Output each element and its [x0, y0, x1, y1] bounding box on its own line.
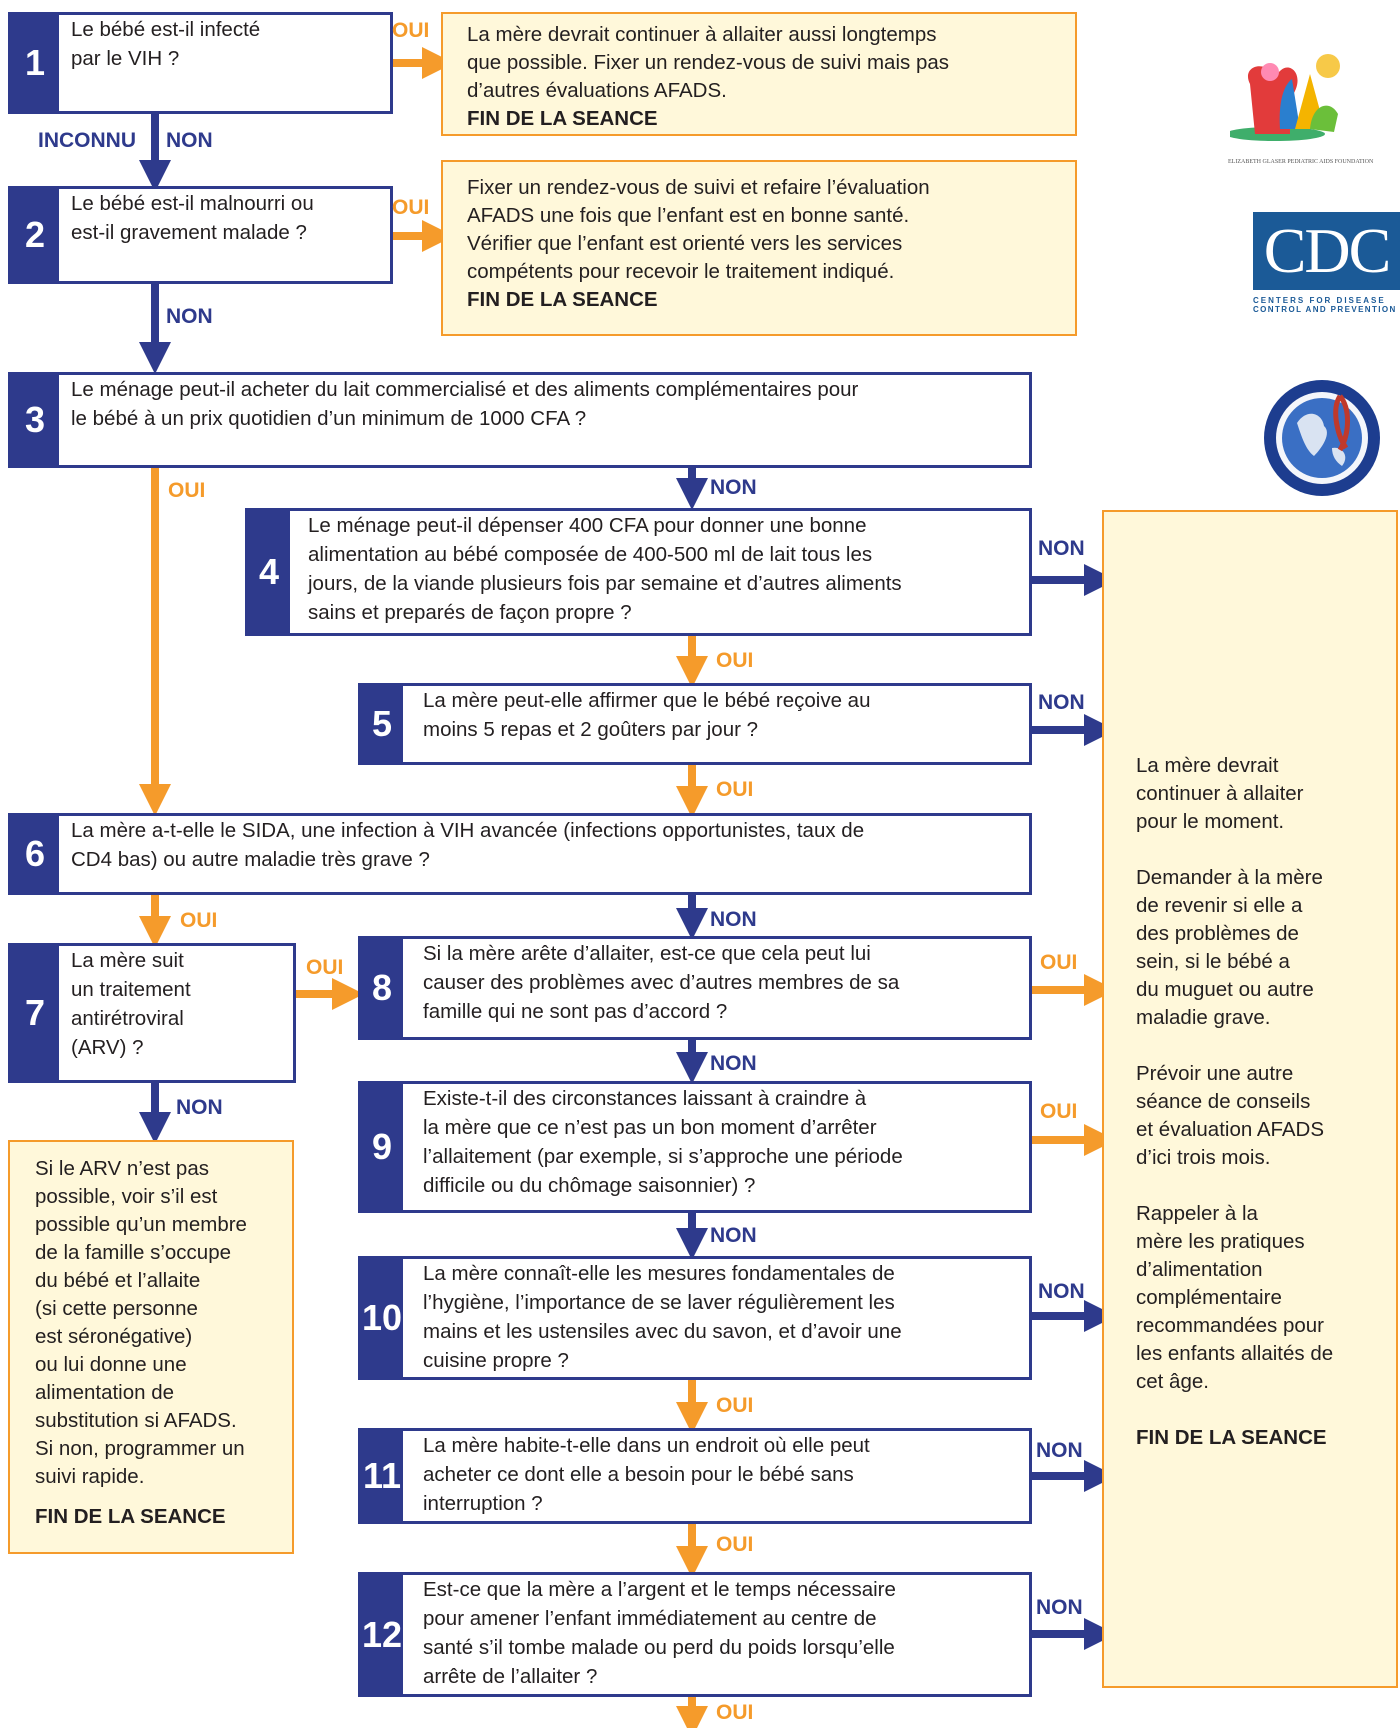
- question-7-number: 7: [11, 946, 59, 1080]
- label-q8-non: NON: [710, 1052, 757, 1075]
- label-q10-oui: OUI: [716, 1394, 754, 1417]
- question-1-text: Le bébé est-il infecté par le VIH ?: [71, 18, 261, 70]
- question-2-text: Le bébé est-il malnourri ou est-il grave…: [71, 192, 314, 244]
- answer-right: La mère devrait continuer à allaiter pou…: [1102, 510, 1398, 1688]
- label-q6-oui: OUI: [180, 909, 218, 932]
- question-2-number: 2: [11, 189, 59, 281]
- question-6-number: 6: [11, 816, 59, 892]
- answer-1: La mère devrait continuer à allaiter aus…: [441, 12, 1077, 136]
- question-4-text: Le ménage peut-il dépenser 400 CFA pour …: [308, 514, 902, 624]
- question-1: 1 Le bébé est-il infecté par le VIH ?: [8, 12, 393, 114]
- answer-right-p4: Rappeler à la mère les pratiques d’alime…: [1136, 1202, 1334, 1393]
- label-q4-non: NON: [1038, 537, 1085, 560]
- question-12-text: Est-ce que la mère a l’argent et le temp…: [423, 1578, 896, 1688]
- question-12: 12 Est-ce que la mère a l’argent et le t…: [358, 1572, 1032, 1697]
- label-q6-non: NON: [710, 908, 757, 931]
- label-q8-oui: OUI: [1040, 951, 1078, 974]
- question-1-number: 1: [11, 15, 59, 111]
- question-6-text: La mère a-t-elle le SIDA, une infection …: [71, 819, 865, 871]
- label-q10-non: NON: [1038, 1280, 1085, 1303]
- question-11-number: 11: [361, 1431, 403, 1521]
- answer-right-p1: La mère devrait continuer à allaiter pou…: [1136, 754, 1304, 833]
- label-q1-inconnu: INCONNU: [38, 129, 136, 152]
- label-q7-non: NON: [176, 1096, 223, 1119]
- globe-seal-icon: [1264, 380, 1380, 496]
- question-5-number: 5: [361, 686, 403, 762]
- cdc-logo: CDC CENTERS FOR DISEASE CONTROL AND PREV…: [1253, 212, 1400, 318]
- egpaf-flowers-icon: [1225, 54, 1340, 141]
- question-8-number: 8: [361, 939, 403, 1037]
- question-12-number: 12: [361, 1575, 403, 1694]
- question-7: 7 La mère suit un traitement antirétrovi…: [8, 943, 296, 1083]
- label-q9-oui: OUI: [1040, 1100, 1078, 1123]
- question-8-text: Si la mère arête d’allaiter, est-ce que …: [423, 942, 900, 1023]
- question-11: 11 La mère habite-t-elle dans un endroit…: [358, 1428, 1032, 1524]
- label-q3-oui: OUI: [168, 479, 206, 502]
- question-3-number: 3: [11, 375, 59, 465]
- question-9-number: 9: [361, 1084, 403, 1210]
- question-5-text: La mère peut-elle affirmer que le bébé r…: [423, 689, 871, 741]
- label-q11-oui: OUI: [716, 1533, 754, 1556]
- cdc-letters: CDC: [1253, 212, 1400, 290]
- cdc-subtitle-1: CENTERS FOR DISEASE: [1253, 296, 1386, 305]
- answer-1-text: La mère devrait continuer à allaiter aus…: [467, 23, 949, 102]
- global-aids-coordinator-seal: [1262, 378, 1382, 498]
- label-q1-non: NON: [166, 129, 213, 152]
- question-2: 2 Le bébé est-il malnourri ou est-il gra…: [8, 186, 393, 284]
- question-7-text: La mère suit un traitement antirétrovira…: [71, 949, 191, 1059]
- question-10-text: La mère connaît-elle les mesures fondame…: [423, 1262, 902, 1372]
- question-9-text: Existe-t-il des circonstances laissant à…: [423, 1087, 903, 1197]
- label-q11-non: NON: [1036, 1439, 1083, 1462]
- label-q5-oui: OUI: [716, 778, 754, 801]
- egpaf-name: ELIZABETH GLASER PEDIATRIC AIDS FOUNDATI…: [1228, 159, 1374, 165]
- answer-7-end: FIN DE LA SEANCE: [35, 1505, 226, 1528]
- question-10-number: 10: [361, 1259, 403, 1377]
- question-11-text: La mère habite-t-elle dans un endroit où…: [423, 1434, 870, 1515]
- answer-2-text: Fixer un rendez-vous de suivi et refaire…: [467, 176, 930, 283]
- label-q3-non: NON: [710, 476, 757, 499]
- answer-right-p2: Demander à la mère de revenir si elle a …: [1136, 866, 1323, 1029]
- label-q4-oui: OUI: [716, 649, 754, 672]
- label-q9-non: NON: [710, 1224, 757, 1247]
- label-q1-oui: OUI: [392, 19, 430, 42]
- label-q7-oui: OUI: [306, 956, 344, 979]
- question-3-text: Le ménage peut-il acheter du lait commer…: [71, 378, 859, 430]
- question-6: 6 La mère a-t-elle le SIDA, une infectio…: [8, 813, 1032, 895]
- question-8: 8 Si la mère arête d’allaiter, est-ce qu…: [358, 936, 1032, 1040]
- answer-right-p3: Prévoir une autre séance de conseils et …: [1136, 1062, 1325, 1169]
- label-q2-non: NON: [166, 305, 213, 328]
- question-10: 10 La mère connaît-elle les mesures fond…: [358, 1256, 1032, 1380]
- egpaf-logo: ELIZABETH GLASER PEDIATRIC AIDS FOUNDATI…: [1225, 44, 1400, 165]
- question-5: 5 La mère peut-elle affirmer que le bébé…: [358, 683, 1032, 765]
- answer-right-end: FIN DE LA SEANCE: [1136, 1426, 1327, 1449]
- label-q12-oui: OUI: [716, 1701, 754, 1724]
- answer-2: Fixer un rendez-vous de suivi et refaire…: [441, 160, 1077, 336]
- answer-1-end: FIN DE LA SEANCE: [467, 107, 658, 130]
- label-q12-non: NON: [1036, 1596, 1083, 1619]
- answer-7: Si le ARV n’est pas possible, voir s’il …: [8, 1140, 294, 1554]
- cdc-subtitle-2: CONTROL AND PREVENTION: [1253, 305, 1397, 314]
- answer-7-text: Si le ARV n’est pas possible, voir s’il …: [35, 1157, 247, 1488]
- question-4: 4 Le ménage peut-il dépenser 400 CFA pou…: [245, 508, 1032, 636]
- question-3: 3 Le ménage peut-il acheter du lait comm…: [8, 372, 1032, 468]
- label-q2-oui: OUI: [392, 196, 430, 219]
- label-q5-non: NON: [1038, 691, 1085, 714]
- question-9: 9 Existe-t-il des circonstances laissant…: [358, 1081, 1032, 1213]
- question-4-number: 4: [248, 511, 290, 633]
- answer-2-end: FIN DE LA SEANCE: [467, 288, 658, 311]
